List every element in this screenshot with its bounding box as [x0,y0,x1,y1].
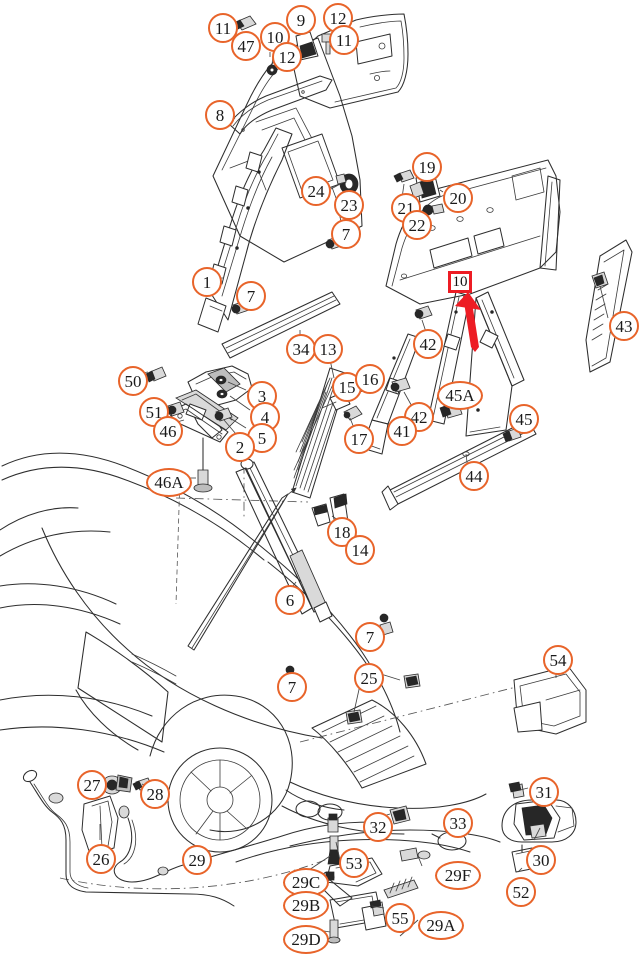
callout-41[interactable]: 41 [387,416,417,446]
callout-54[interactable]: 54 [543,645,573,675]
part-30-latch-unit [501,799,577,843]
callout-33[interactable]: 33 [443,808,473,838]
callout-25[interactable]: 25 [354,663,384,693]
part-29C-pin [327,835,341,865]
callout-9[interactable]: 9 [286,5,316,35]
part-34-13-rail [221,291,341,359]
callout-8[interactable]: 8 [205,100,235,130]
callout-19[interactable]: 19 [412,152,442,182]
callout-6[interactable]: 6 [275,585,305,615]
callout-13[interactable]: 13 [313,334,343,364]
callout-27[interactable]: 27 [77,770,107,800]
callout-31[interactable]: 31 [529,777,559,807]
part-17-bolt [343,405,363,421]
callout-55[interactable]: 55 [385,903,415,933]
callout-26[interactable]: 26 [86,844,116,874]
car-body-silhouette [0,446,521,890]
part-21-bolt [393,169,415,183]
part-54-module [513,665,587,735]
red-highlight-arrow [455,292,481,352]
callout-52[interactable]: 52 [506,877,536,907]
deck-lid-outer-panel [291,13,409,109]
callout-7[interactable]: 7 [236,281,266,311]
part-25-clip-b [345,709,363,725]
callout-45[interactable]: 45 [509,404,539,434]
part-50-bolt [145,366,167,383]
callout-45a[interactable]: 45A [437,381,483,410]
callout-47[interactable]: 47 [231,31,261,61]
part-4-nut [216,389,228,399]
part-43-clip [591,271,609,289]
callout-34[interactable]: 34 [286,334,316,364]
callout-12[interactable]: 12 [272,42,302,72]
part-51-clip [167,401,185,417]
part-22-nut [422,203,445,216]
callout-42[interactable]: 42 [413,329,443,359]
highlighted-callout-10[interactable]: 10 [448,271,472,293]
callout-18[interactable]: 18 [327,517,357,547]
callout-17[interactable]: 17 [344,424,374,454]
callout-29[interactable]: 29 [182,845,212,875]
part-45-bracket-right [465,291,525,437]
part-31-bolt [508,781,525,799]
callout-7[interactable]: 7 [277,672,307,702]
callout-29a[interactable]: 29A [418,911,464,940]
part-5-bolt [214,407,233,422]
part-8-seal-strip [228,75,333,135]
callout-11[interactable]: 11 [329,25,359,55]
callout-43[interactable]: 43 [609,311,639,341]
part-46A-bolt [193,437,213,493]
part-53-fitting [327,813,339,833]
callout-20[interactable]: 20 [443,183,473,213]
callout-44[interactable]: 44 [459,461,489,491]
callout-7[interactable]: 7 [331,219,361,249]
callout-29b[interactable]: 29B [283,891,329,920]
part-29D-bolt [327,919,341,944]
cable-spring [383,876,419,899]
callout-14[interactable]: 14 [345,535,375,565]
part-43-trim-strip [585,239,633,373]
callout-1[interactable]: 1 [192,267,222,297]
callout-7[interactable]: 7 [355,622,385,652]
strut-secondary [235,467,313,615]
callout-2[interactable]: 2 [225,432,255,462]
callout-29f[interactable]: 29F [435,861,481,890]
callout-16[interactable]: 16 [355,364,385,394]
part-25-clip-a [403,673,421,689]
callout-11[interactable]: 11 [208,13,238,43]
callout-22[interactable]: 22 [402,210,432,240]
callout-50[interactable]: 50 [118,366,148,396]
callout-46[interactable]: 46 [153,416,183,446]
callout-28[interactable]: 28 [140,779,170,809]
part-27-lock-cylinder [101,774,133,795]
callout-53[interactable]: 53 [339,848,369,878]
callout-32[interactable]: 32 [363,812,393,842]
part-3-washer [215,375,227,385]
support-rod [187,487,297,651]
callout-29d[interactable]: 29D [283,925,329,954]
part-29F-connector [399,847,431,862]
part-42-bolt-a [414,305,433,320]
callout-46a[interactable]: 46A [146,468,192,497]
part-32-clip [389,805,411,825]
part-42-bolt-b [390,377,411,393]
callout-24[interactable]: 24 [301,176,331,206]
callout-23[interactable]: 23 [334,190,364,220]
callout-30[interactable]: 30 [526,845,556,875]
